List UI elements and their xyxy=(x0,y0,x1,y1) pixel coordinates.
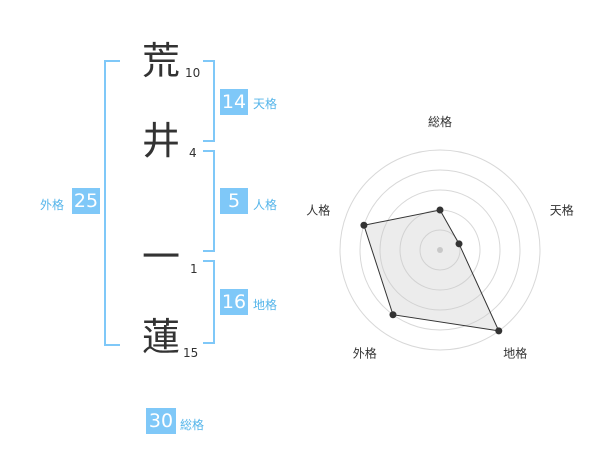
stroke-count-2: 4 xyxy=(189,146,197,160)
tenkaku-label: 天格 xyxy=(253,97,278,111)
gaikaku-value: 25 xyxy=(72,188,100,214)
radar-data-point xyxy=(436,206,444,214)
gaikaku-label: 外格 xyxy=(40,198,65,212)
radar-data-point xyxy=(360,221,368,229)
radar-data-point xyxy=(455,240,463,248)
name-char-4: 蓮 xyxy=(142,315,181,359)
name-char-2: 井 xyxy=(142,119,181,163)
radar-data-point xyxy=(389,311,397,319)
gaikaku-bracket xyxy=(104,60,120,346)
radar-axis-label: 人格 xyxy=(306,202,330,217)
soukaku-label: 総格 xyxy=(180,418,205,432)
jinkaku-value: 5 xyxy=(220,188,248,214)
radar-axis-label: 天格 xyxy=(550,202,574,217)
name-char-3: 一 xyxy=(142,235,181,279)
radar-data-point xyxy=(495,327,503,335)
chikaku-bracket xyxy=(203,260,215,344)
stroke-count-4: 15 xyxy=(183,346,199,360)
tenkaku-bracket xyxy=(203,60,215,142)
jinkaku-label: 人格 xyxy=(253,198,278,212)
radar-axis-label: 総格 xyxy=(428,114,452,129)
chikaku-label: 地格 xyxy=(253,298,278,312)
radar-axis-label: 外格 xyxy=(353,346,377,361)
radar-center-dot xyxy=(437,247,443,253)
radar-grid-ring xyxy=(339,149,541,351)
radar-series-polygon xyxy=(363,209,500,332)
radar-axis-label: 地格 xyxy=(503,346,527,361)
stroke-count-3: 1 xyxy=(190,262,198,276)
soukaku-value: 30 xyxy=(146,408,176,434)
jinkaku-bracket xyxy=(203,150,215,252)
name-char-1: 荒 xyxy=(142,39,181,83)
radar-grid-ring xyxy=(359,169,521,331)
stroke-count-1: 10 xyxy=(185,66,201,80)
radar-grid-ring xyxy=(419,229,461,271)
chikaku-value: 16 xyxy=(220,289,248,315)
radar-grid-ring xyxy=(379,189,501,311)
tenkaku-value: 14 xyxy=(220,89,248,115)
